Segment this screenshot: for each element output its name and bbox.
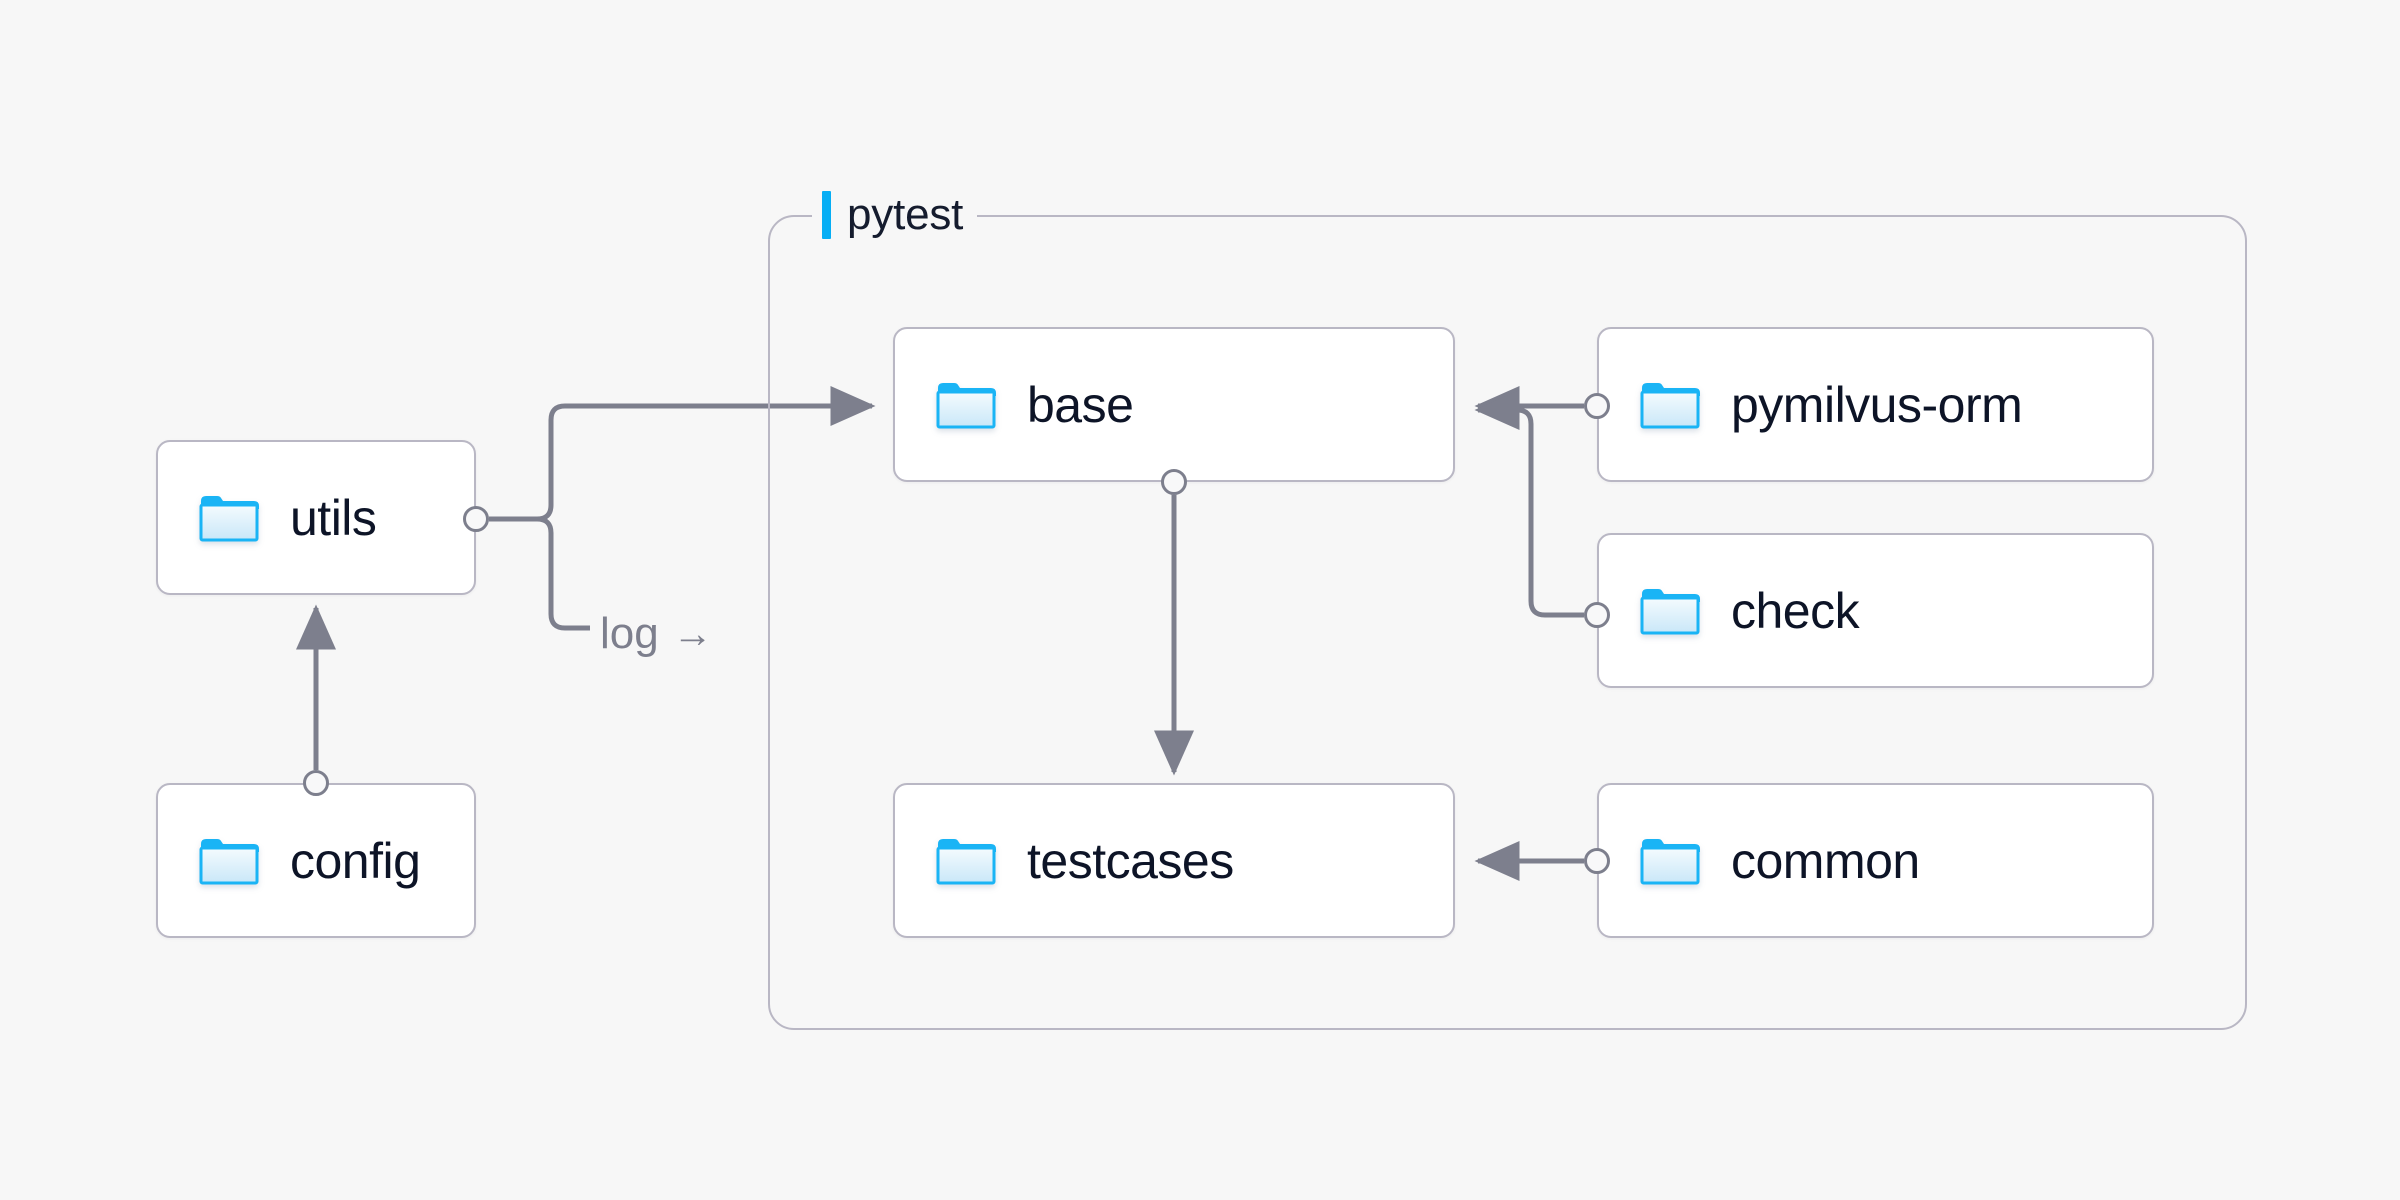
port-common-left[interactable] — [1584, 848, 1610, 874]
node-common[interactable]: common — [1597, 783, 2154, 938]
edge-utils-to-log — [520, 516, 590, 631]
node-label: testcases — [1027, 832, 1234, 889]
node-label: common — [1731, 832, 1920, 889]
node-pymilvus-orm[interactable]: pymilvus-orm — [1597, 327, 2154, 482]
node-check[interactable]: check — [1597, 533, 2154, 688]
node-label: utils — [290, 489, 377, 546]
folder-icon — [936, 382, 996, 428]
group-accent-bar — [822, 191, 831, 239]
node-testcases[interactable]: testcases — [893, 783, 1455, 938]
folder-icon — [1640, 588, 1700, 634]
node-label: pymilvus-orm — [1731, 376, 2023, 433]
port-config-top[interactable] — [303, 770, 329, 796]
folder-icon — [199, 838, 259, 884]
folder-icon — [1640, 838, 1700, 884]
folder-icon — [936, 838, 996, 884]
edge-label-log[interactable]: log → — [600, 612, 713, 656]
group-container-pytest[interactable] — [768, 215, 2247, 1030]
group-label-pytest[interactable]: pytest — [812, 187, 978, 243]
node-base[interactable]: base — [893, 327, 1455, 482]
node-label: config — [290, 832, 421, 889]
node-config[interactable]: config — [156, 783, 476, 938]
arrow-right-icon: → — [672, 612, 713, 656]
port-utils-right[interactable] — [463, 506, 489, 532]
folder-icon — [199, 495, 259, 541]
folder-icon — [1640, 382, 1700, 428]
port-base-bottom[interactable] — [1161, 469, 1187, 495]
node-utils[interactable]: utils — [156, 440, 476, 595]
port-check-left[interactable] — [1584, 602, 1610, 628]
node-label: check — [1731, 582, 1860, 639]
port-pymilvus-orm-left[interactable] — [1584, 393, 1610, 419]
node-label: base — [1027, 376, 1134, 433]
group-label-text: pytest — [847, 190, 964, 239]
edge-label-log-text: log — [600, 609, 659, 658]
